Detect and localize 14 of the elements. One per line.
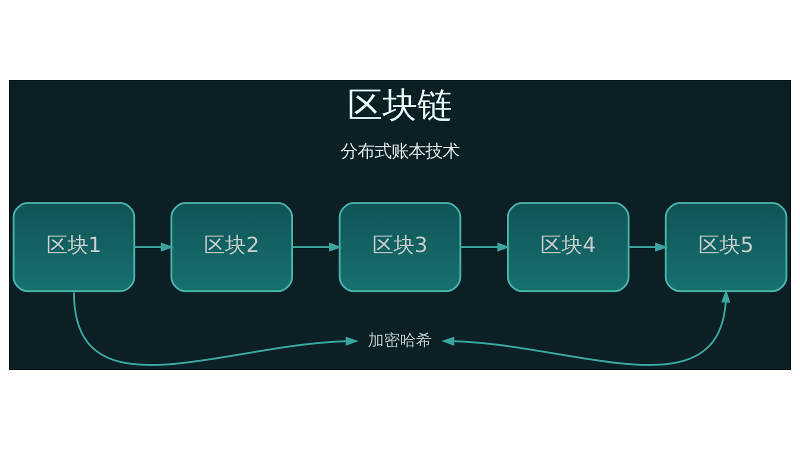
- node-box: 区块5: [664, 202, 788, 292]
- node-box: 区块2: [170, 202, 294, 292]
- label: 分布式账本技术: [340, 142, 460, 162]
- arrow: [134, 242, 174, 252]
- arrow: [441, 290, 730, 366]
- diagram-title: 区块链: [348, 86, 452, 126]
- node-box: 区块4: [506, 202, 630, 292]
- arrow: [628, 242, 668, 252]
- arrow: [460, 242, 510, 252]
- arrow: [292, 242, 342, 252]
- node-box: 区块3: [338, 202, 462, 292]
- node-box: 区块1: [12, 202, 136, 292]
- arrow: [73, 292, 359, 366]
- node-text: 加密哈希: [368, 330, 432, 350]
